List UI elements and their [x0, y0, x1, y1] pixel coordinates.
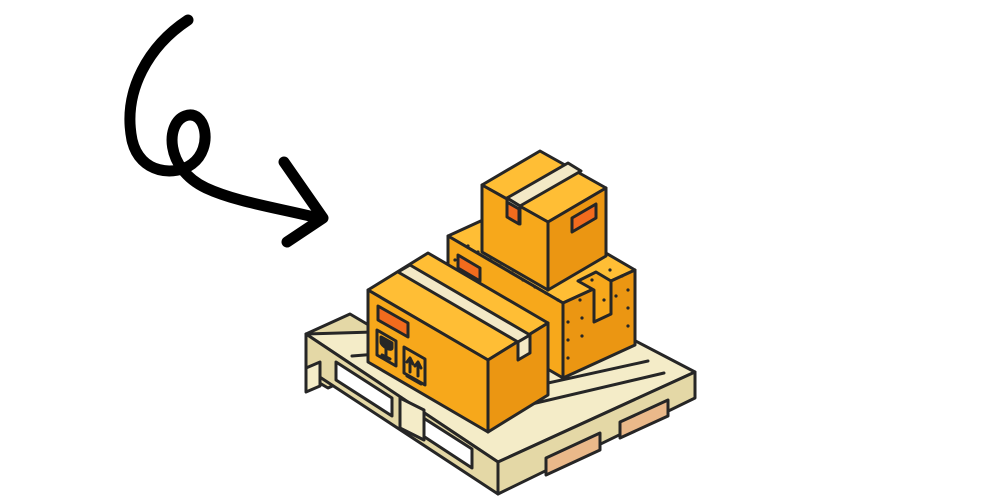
pallet-fork-gap-right-1 — [544, 431, 602, 477]
top-small-box — [480, 149, 608, 292]
pallet-fork-gap-right-2 — [618, 398, 670, 440]
top-box-label-right — [570, 202, 598, 234]
pallet-front-foot — [398, 396, 426, 442]
arrow-shaft — [124, 14, 324, 224]
fragile-glass-icon — [375, 328, 398, 368]
back-box-label — [456, 253, 482, 283]
pallet-fork-gap-left-1 — [334, 360, 394, 418]
front-box-label — [376, 304, 410, 339]
arrow-head — [278, 156, 329, 248]
pallet-bottom-board-left — [304, 360, 322, 394]
top-box-label-left — [505, 200, 521, 226]
this-side-up-arrows-icon — [402, 345, 427, 387]
back-box-dots — [453, 244, 630, 360]
hand-drawn-curly-arrow-icon — [124, 14, 329, 248]
front-box-tape-right — [516, 333, 532, 362]
back-box-tape — [576, 270, 613, 324]
large-front-box — [366, 251, 550, 434]
